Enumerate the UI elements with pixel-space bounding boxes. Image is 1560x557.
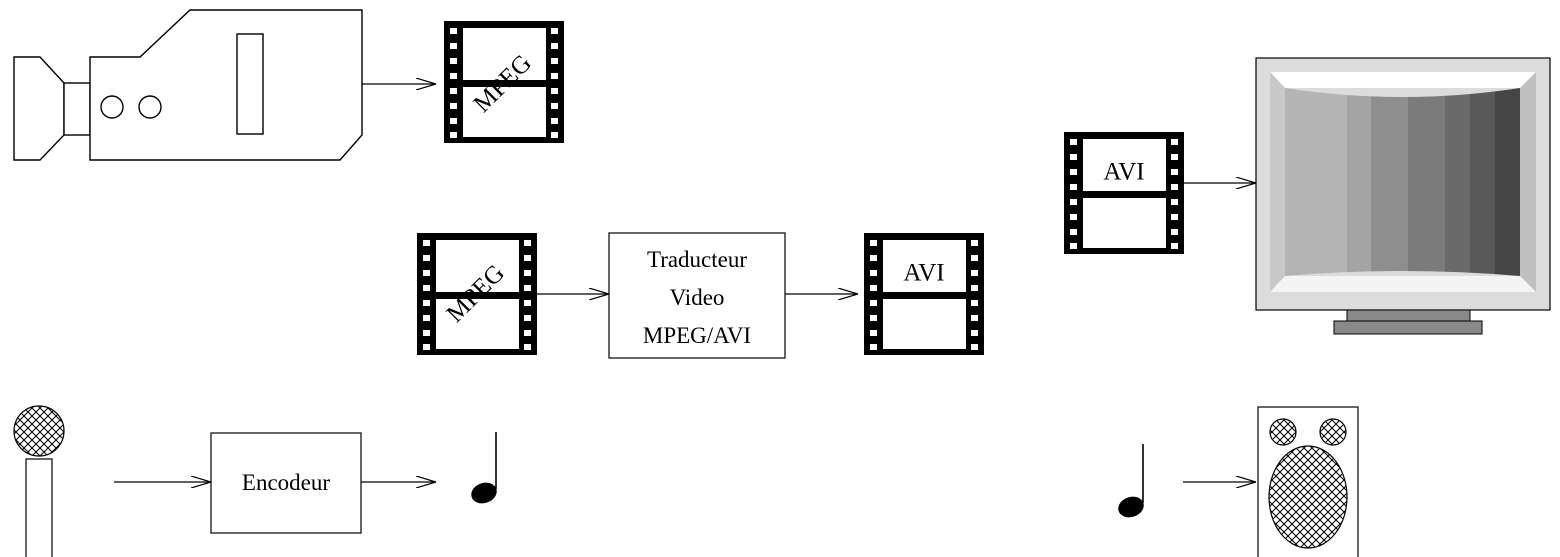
- video-camera-icon: [13, 9, 363, 161]
- encoder-box: [210, 432, 362, 534]
- translator-box: [608, 232, 786, 359]
- translator-label-line3: MPEG/AVI: [643, 323, 751, 348]
- speaker-icon: [1257, 406, 1359, 557]
- translator-label-line1: Traducteur: [647, 247, 747, 272]
- film-strip-icon: AVI: [1064, 132, 1184, 254]
- encoder-label: Encodeur: [242, 470, 330, 495]
- microphone-icon: [13, 405, 65, 557]
- music-note-icon: [1118, 444, 1144, 518]
- film-strip-icon: MPEG: [417, 233, 537, 355]
- film-strip-icon: MPEG: [444, 21, 564, 143]
- music-note-icon: [471, 432, 497, 504]
- film-strip-icon: AVI: [864, 233, 984, 355]
- film-label-avi-output: AVI: [903, 260, 944, 287]
- translator-label-line2: Video: [670, 285, 725, 310]
- monitor-icon: [1255, 57, 1551, 335]
- film-label-avi-monitor: AVI: [1103, 159, 1144, 186]
